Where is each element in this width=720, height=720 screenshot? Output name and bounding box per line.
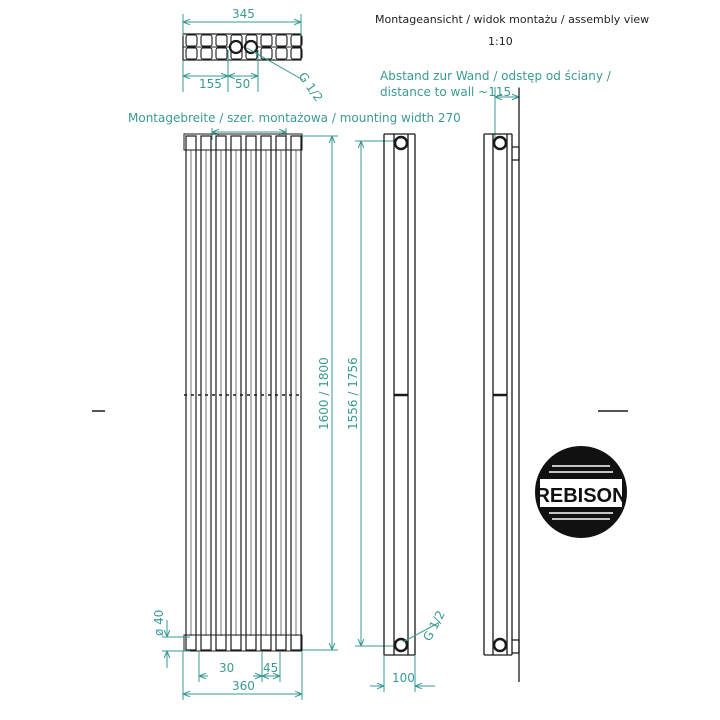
wall-side-view — [483, 88, 520, 682]
wall-label-1: Abstand zur Wand / odstęp od ściany / — [380, 69, 612, 83]
dim-height-inner: 1556 / 1756 — [346, 357, 360, 430]
side-view — [383, 133, 416, 656]
dim-depth: 100 — [392, 671, 415, 685]
top-cell — [290, 34, 303, 47]
thread-side-label: G 1/2 — [420, 608, 448, 643]
top-cell — [275, 47, 288, 60]
wall-label-2: distance to wall ~115 — [380, 85, 511, 99]
outlet-circle — [243, 39, 259, 55]
radiator-tube — [230, 135, 242, 651]
radiator-tube — [200, 135, 212, 651]
dim-top-left: 155 — [199, 77, 222, 91]
top-cell — [215, 34, 228, 47]
radiator-tube — [215, 135, 227, 651]
top-cell — [215, 47, 228, 60]
top-cell — [200, 34, 213, 47]
thread-top-label: G 1/2 — [296, 70, 326, 105]
dim-bottom-width: 360 — [232, 679, 255, 693]
top-cell — [185, 47, 198, 60]
inlet-circle — [228, 39, 244, 55]
logo-text: REBISON — [535, 485, 626, 507]
top-view — [182, 33, 303, 61]
radiator-tube — [290, 135, 302, 651]
radiator-tube — [275, 135, 287, 651]
top-cell — [290, 47, 303, 60]
top-cell — [185, 34, 198, 47]
title-text: Montageansicht / widok montażu / assembl… — [375, 13, 649, 26]
dim-pitch: 45 — [263, 661, 278, 675]
dim-top-mid: 50 — [235, 77, 250, 91]
dim-diameter: ø 40 — [152, 610, 166, 636]
radiator-tube — [260, 135, 272, 651]
dim-height-total: 1600 / 1800 — [317, 357, 331, 430]
top-cell — [260, 34, 273, 47]
top-cell — [275, 34, 288, 47]
rebison-logo: REBISON — [535, 446, 627, 538]
mounting-width-label: Montagebreite / szer. montażowa / mounti… — [128, 111, 461, 125]
front-view — [183, 133, 303, 652]
radiator-tube — [185, 135, 197, 651]
scale-text: 1:10 — [488, 35, 513, 48]
dim-top-width: 345 — [232, 7, 255, 21]
radiator-tube — [245, 135, 257, 651]
top-cell — [200, 47, 213, 60]
dim-gap: 30 — [219, 661, 234, 675]
